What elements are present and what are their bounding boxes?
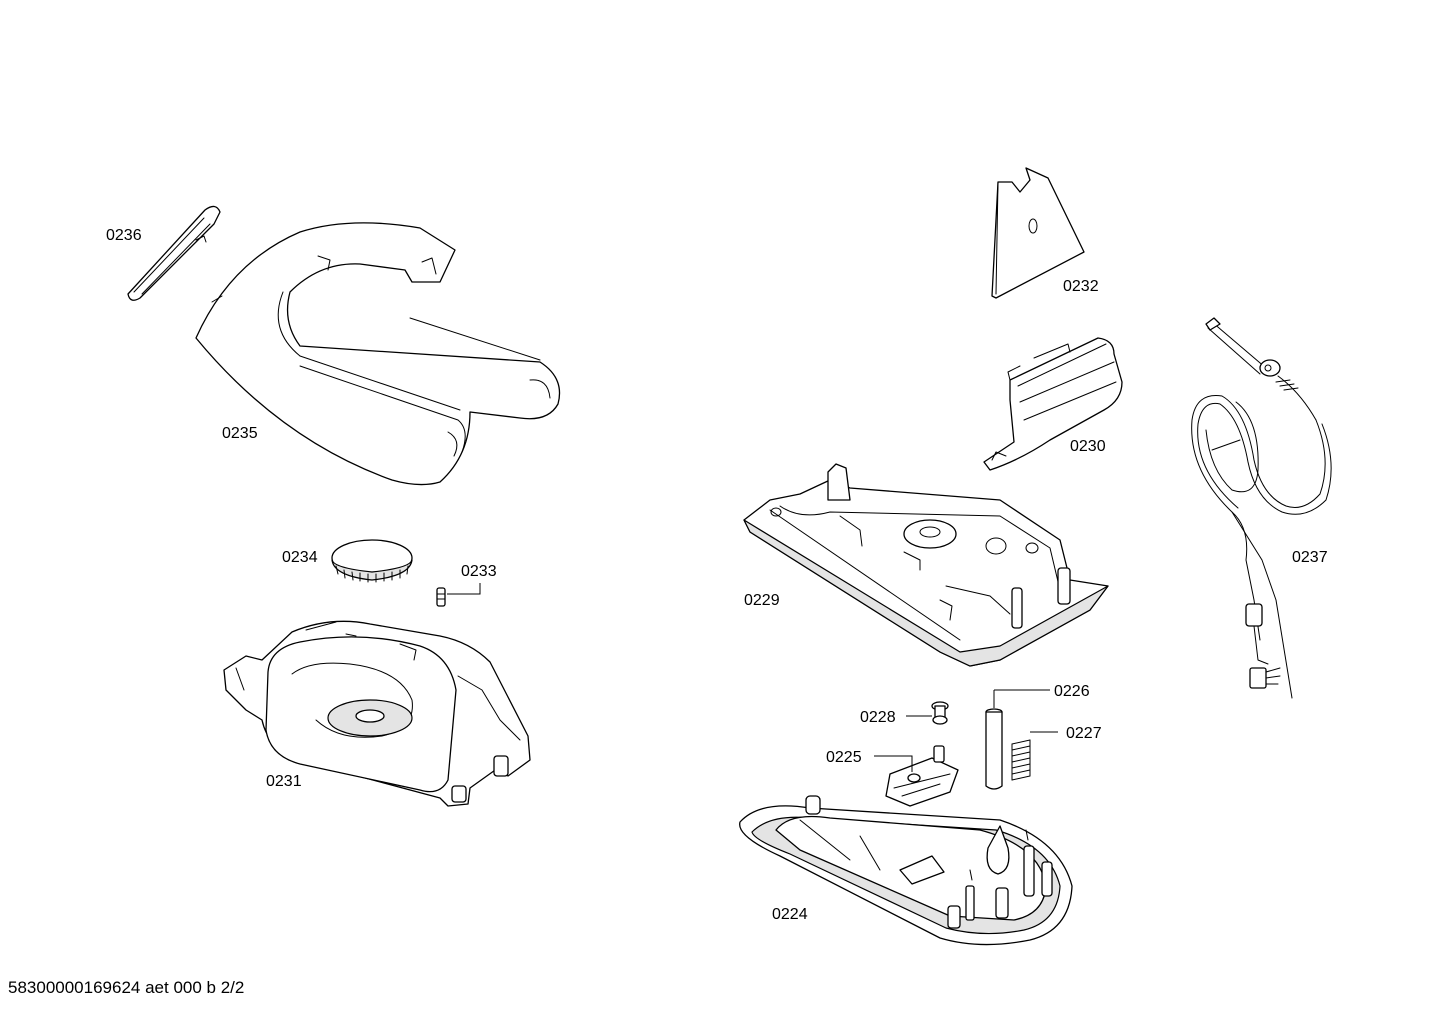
part-0234-dial <box>331 539 413 583</box>
label-0232: 0232 <box>1063 278 1099 295</box>
part-0233-screw <box>436 583 481 607</box>
label-0236: 0236 <box>106 227 142 244</box>
label-0234: 0234 <box>282 549 318 566</box>
label-0224: 0224 <box>772 906 808 923</box>
label-0226: 0226 <box>1054 683 1090 700</box>
label-0233: 0233 <box>461 563 497 580</box>
label-0228: 0228 <box>860 709 896 726</box>
part-0235-handle-shell <box>195 222 561 486</box>
label-0229: 0229 <box>744 592 780 609</box>
part-0232-bracket-plate <box>991 167 1085 299</box>
part-0231-handle-base <box>223 620 531 807</box>
part-0225-thermostat <box>874 745 959 807</box>
label-0230: 0230 <box>1070 438 1106 455</box>
label-0237: 0237 <box>1292 549 1328 566</box>
part-0226-tube <box>985 689 1050 790</box>
part-0236-handle-clip <box>127 205 221 301</box>
label-0231: 0231 <box>266 773 302 790</box>
label-0235: 0235 <box>222 425 258 442</box>
document-id: 58300000169624 aet 000 b 2/2 <box>8 978 245 997</box>
part-0229-upper-housing <box>743 463 1109 667</box>
label-0227: 0227 <box>1066 725 1102 742</box>
part-0228-fitting <box>906 701 949 725</box>
part-0224-soleplate <box>739 795 1073 946</box>
part-0227-spring <box>1011 731 1058 781</box>
part-0230-cover-cap <box>983 337 1123 471</box>
label-0225: 0225 <box>826 749 862 766</box>
part-0237-power-cord <box>1191 317 1332 699</box>
